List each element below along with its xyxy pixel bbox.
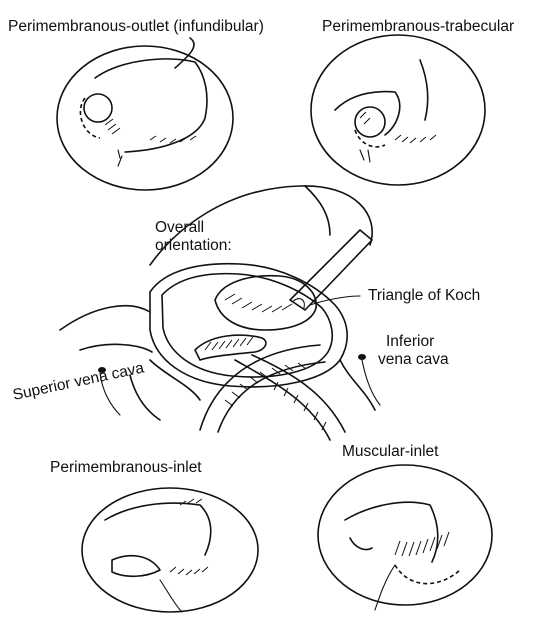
koch-hatching [225, 294, 292, 312]
cannula-lower-edge [218, 362, 325, 432]
defect-outline [395, 565, 460, 584]
valve-leaflet [420, 60, 428, 120]
panel-perimembranous-inlet: Perimembranous-inlet [50, 459, 258, 612]
panel-overall-orientation: Overall orientation: [11, 186, 480, 440]
tissue-left-upper [60, 306, 150, 330]
label-inferior-vena-cava-line1: Inferior [386, 333, 434, 350]
tissue-left-mid [80, 344, 152, 352]
ivc-tie [358, 354, 366, 360]
muscle-hatching [395, 532, 449, 556]
defect-outline [80, 98, 100, 138]
label-perimembranous-inlet: Perimembranous-inlet [50, 459, 202, 476]
heart-outline [82, 488, 258, 612]
valve-leaflet [350, 538, 372, 550]
triangle-of-koch-region [215, 276, 316, 330]
label-muscular-inlet: Muscular-inlet [342, 443, 439, 460]
panel-perimembranous-outlet: Perimembranous-outlet (infundibular) [8, 18, 264, 190]
tendon-lines [360, 150, 370, 162]
defect-outline [112, 556, 160, 577]
defect-hole [355, 107, 385, 137]
tissue-left-lower [150, 360, 200, 400]
septum-curve [345, 502, 438, 562]
retractor-instrument [290, 230, 372, 310]
heart-outline [311, 35, 485, 185]
label-triangle-of-koch: Triangle of Koch [368, 287, 480, 304]
cannula-two-upper [235, 360, 330, 440]
label-superior-vena-cava: Superior vena cava [11, 359, 146, 403]
septum-curve [335, 92, 400, 135]
heart-outline [57, 46, 233, 190]
tendon-lines [118, 150, 122, 166]
panel-muscular-inlet: Muscular-inlet [318, 443, 492, 610]
panel-perimembranous-trabecular: Perimembranous-trabecular [311, 18, 514, 185]
atrium-inner-rim [162, 274, 332, 377]
septum-curve [105, 503, 211, 555]
muscle-hatching [170, 499, 208, 575]
label-inferior-vena-cava-line2: vena cava [378, 351, 449, 368]
label-perimembranous-outlet: Perimembranous-outlet (infundibular) [8, 18, 264, 35]
tissue-right-lower [340, 360, 375, 410]
defect-hole [84, 94, 112, 122]
dome-inner [305, 186, 330, 235]
label-perimembranous-trabecular: Perimembranous-trabecular [322, 18, 514, 35]
tendon-lines [160, 580, 182, 612]
tissue-svc-side [130, 375, 160, 420]
heart-outline [318, 465, 492, 605]
